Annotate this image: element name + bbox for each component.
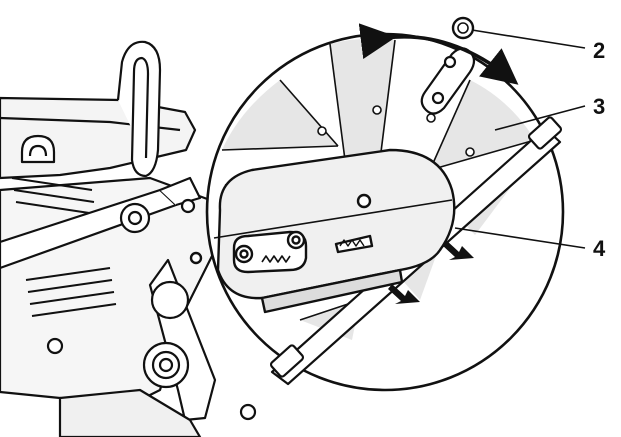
callout-4: 4 xyxy=(593,236,606,261)
rotation-arrow-icon xyxy=(358,23,519,85)
push-arrow-icon xyxy=(388,240,474,304)
callout-3: 3 xyxy=(593,94,606,119)
leader-lines xyxy=(451,16,586,249)
blade-arm-cover xyxy=(189,148,456,314)
machine-body xyxy=(0,40,257,437)
callout-2: 2 xyxy=(593,38,606,63)
